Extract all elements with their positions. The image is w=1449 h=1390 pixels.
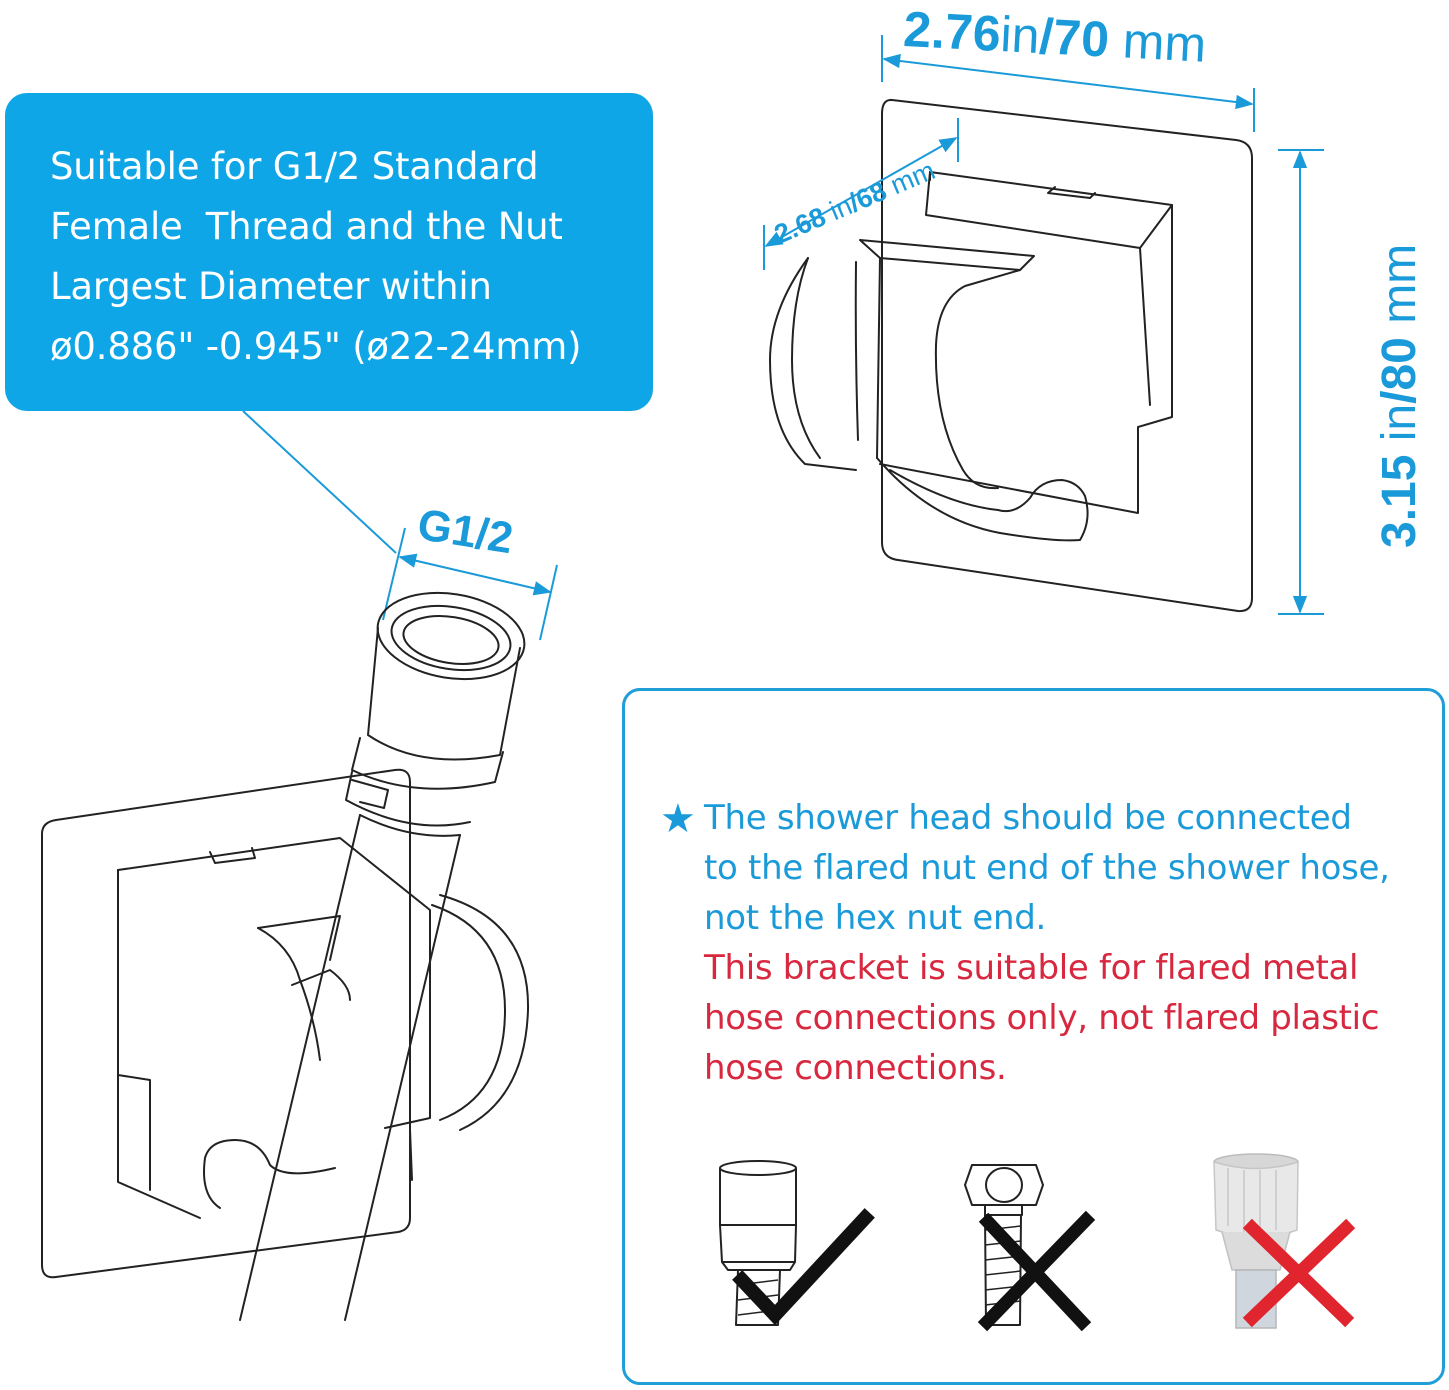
thread-compatibility-callout: Suitable for G1/2 Standard Female Thread…	[5, 93, 653, 411]
callout-line: Suitable for G1/2 Standard	[50, 145, 539, 188]
width-value-mm: 70	[1051, 8, 1111, 68]
warning-line: hose connections.	[704, 1048, 1007, 1088]
height-unit-mm: mm	[1373, 243, 1426, 324]
usage-note-text: The shower head should be connected to t…	[704, 793, 1434, 1093]
star-icon: ★	[660, 796, 696, 842]
flared-metal-nut-example	[719, 1160, 797, 1326]
width-value-in: 2.76	[902, 0, 1003, 63]
usage-note-box	[622, 688, 1445, 1385]
height-unit-in: in	[1373, 403, 1426, 442]
note-line: not the hex nut end.	[704, 898, 1046, 938]
note-line: to the flared nut end of the shower hose…	[704, 848, 1390, 888]
cross-icon	[1242, 1218, 1356, 1328]
height-value-in: 3.15	[1373, 454, 1426, 548]
thread-dimension-line	[382, 527, 558, 641]
cross-icon	[977, 1210, 1096, 1332]
height-value-mm: 80	[1373, 337, 1426, 391]
warning-line: This bracket is suitable for flared meta…	[704, 948, 1359, 988]
height-dimension-line	[1278, 149, 1324, 615]
flared-plastic-nut-example	[1213, 1153, 1299, 1329]
bracket-front-view	[769, 98, 1253, 613]
height-dimension-label: 3.15 in/80 mm	[1372, 244, 1427, 548]
width-unit-in: in	[999, 6, 1042, 65]
note-line: The shower head should be connected	[704, 798, 1352, 838]
width-unit-mm: mm	[1121, 12, 1208, 73]
depth-dimension-line	[763, 118, 959, 270]
callout-line: Female Thread and the Nut	[50, 205, 563, 248]
width-dimension-line	[881, 35, 1255, 132]
check-icon	[732, 1208, 875, 1326]
warning-line: hose connections only, not flared plasti…	[704, 998, 1380, 1038]
bracket-with-hose	[41, 591, 530, 1321]
callout-line: Largest Diameter within	[50, 265, 492, 308]
callout-leader-line	[242, 410, 397, 554]
hex-nut-example	[964, 1164, 1044, 1326]
height-separator: /	[1373, 390, 1426, 404]
callout-line: ø0.886" -0.945" (ø22-24mm)	[50, 325, 582, 368]
